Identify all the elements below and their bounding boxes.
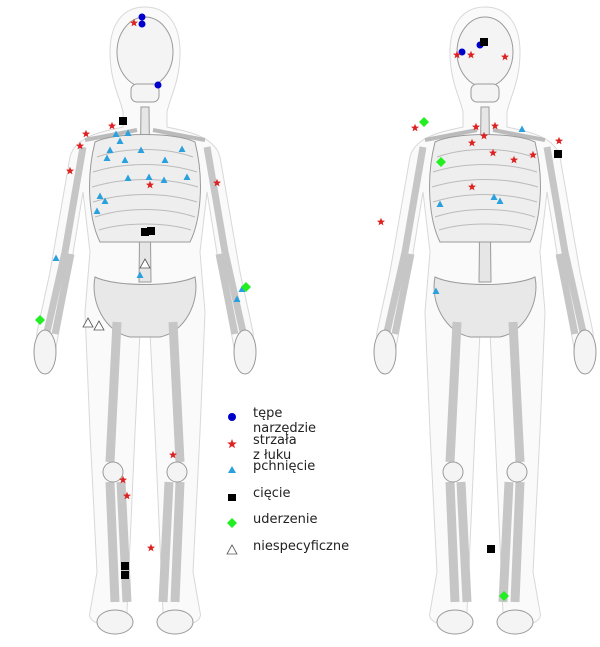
arrow-injury-marker <box>472 122 480 131</box>
stab-injury-marker <box>124 129 132 136</box>
cut-injury-marker <box>141 228 149 236</box>
arrow-injury-marker <box>146 180 154 189</box>
triangle-icon <box>228 466 236 473</box>
stab-injury-marker <box>106 146 114 153</box>
arrow-injury-marker <box>169 450 177 459</box>
arrow-injury-marker <box>501 52 509 61</box>
arrow-injury-marker <box>489 148 497 157</box>
stab-injury-marker <box>145 173 153 180</box>
arrow-injury-marker <box>147 543 155 552</box>
blow-injury-marker <box>436 157 446 167</box>
blunt-injury-marker <box>154 81 162 89</box>
legend-label: cięcie <box>253 485 291 501</box>
stab-injury-marker <box>121 156 129 163</box>
legend-item-blunt: tępe narzędzie <box>225 406 316 436</box>
stab-injury-marker <box>137 146 145 153</box>
legend-item-blow: uderzenie <box>225 512 318 539</box>
circle-icon <box>228 413 236 421</box>
blow-injury-marker <box>419 117 429 127</box>
legend: tępe narzędzie strzała z łuku pchnięcie … <box>225 406 349 566</box>
stab-injury-marker <box>432 287 440 294</box>
legend-label: uderzenie <box>253 512 318 527</box>
legend-label: niespecyficzne <box>253 538 350 554</box>
injury-markers <box>35 13 563 601</box>
cut-injury-marker <box>480 38 488 46</box>
back-skeleton <box>374 7 596 634</box>
stab-injury-marker <box>518 125 526 132</box>
stab-injury-marker <box>161 156 169 163</box>
arrow-injury-marker <box>468 182 476 191</box>
stab-injury-marker <box>496 197 504 204</box>
arrow-injury-marker <box>66 166 74 175</box>
arrow-injury-marker <box>119 475 127 484</box>
diamond-icon <box>227 518 237 528</box>
cut-injury-marker <box>487 545 495 553</box>
arrow-injury-marker <box>377 217 385 226</box>
nonspecific-injury-marker <box>93 320 105 331</box>
blow-injury-marker <box>499 591 509 601</box>
arrow-injury-marker <box>468 138 476 147</box>
arrow-injury-marker <box>467 50 475 59</box>
cut-injury-marker <box>121 562 129 570</box>
arrow-injury-marker <box>555 136 563 145</box>
stab-injury-marker <box>238 285 246 292</box>
stab-injury-marker <box>124 174 132 181</box>
stab-injury-marker <box>101 197 109 204</box>
blunt-injury-marker <box>138 20 146 28</box>
stab-injury-marker <box>136 271 144 278</box>
legend-item-nonspecific: niespecyficzne <box>225 539 349 566</box>
stab-injury-marker <box>116 137 124 144</box>
arrow-injury-marker <box>213 178 221 187</box>
stab-injury-marker <box>103 154 111 161</box>
arrow-injury-marker <box>123 491 131 500</box>
blunt-injury-marker <box>138 13 146 21</box>
stab-injury-marker <box>436 200 444 207</box>
stab-injury-marker <box>233 295 241 302</box>
stab-injury-marker <box>52 254 60 261</box>
open-triangle-icon <box>226 543 238 554</box>
legend-item-cut: cięcie <box>225 486 291 513</box>
arrow-injury-marker <box>491 121 499 130</box>
arrow-injury-marker <box>108 121 116 130</box>
legend-label: tępe narzędzie <box>253 406 317 436</box>
legend-item-stab: pchnięcie <box>225 459 315 486</box>
arrow-injury-marker <box>82 129 90 138</box>
stab-injury-marker <box>112 130 120 137</box>
blow-injury-marker <box>35 315 45 325</box>
nonspecific-injury-marker <box>82 317 94 328</box>
legend-label: pchnięcie <box>253 459 316 474</box>
stab-injury-marker <box>93 207 101 214</box>
stab-injury-marker <box>183 173 191 180</box>
stab-injury-marker <box>178 145 186 152</box>
star-icon <box>227 438 237 448</box>
arrow-injury-marker <box>480 131 488 140</box>
stab-injury-marker <box>160 176 168 183</box>
nonspecific-injury-marker <box>139 258 151 269</box>
cut-injury-marker <box>121 571 129 579</box>
arrow-injury-marker <box>130 18 138 27</box>
cut-injury-marker <box>119 117 127 125</box>
stab-injury-marker <box>490 193 498 200</box>
legend-item-arrow: strzała z łuku <box>225 433 297 463</box>
cut-injury-marker <box>554 150 562 158</box>
square-icon <box>228 493 236 501</box>
arrow-injury-marker <box>411 123 419 132</box>
front-skeleton <box>34 7 256 634</box>
legend-label: strzała z łuku <box>253 432 297 463</box>
stab-injury-marker <box>96 192 104 199</box>
arrow-injury-marker <box>529 150 537 159</box>
blow-injury-marker <box>241 282 251 292</box>
arrow-injury-marker <box>510 155 518 164</box>
arrow-injury-marker <box>76 141 84 150</box>
cut-injury-marker <box>147 227 155 235</box>
arrow-injury-marker <box>453 50 461 59</box>
